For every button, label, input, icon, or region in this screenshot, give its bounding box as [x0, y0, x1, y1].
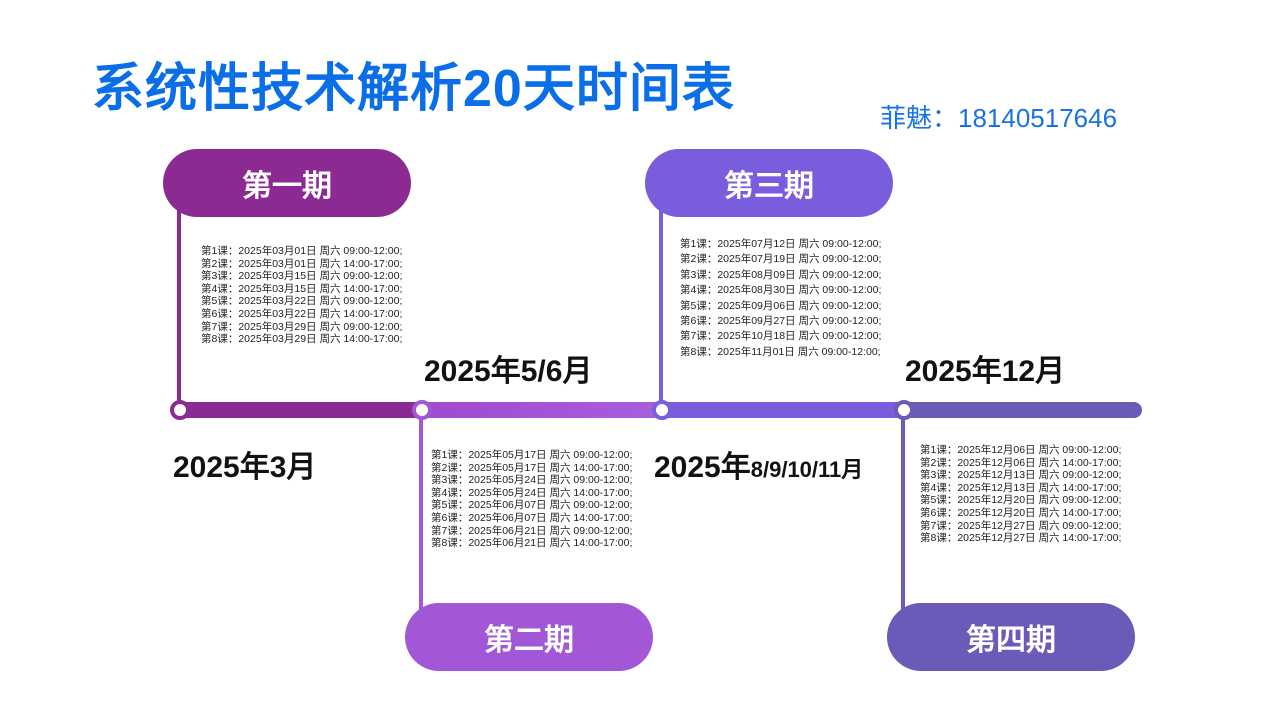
connector-phase-2 [419, 412, 423, 612]
lesson-item: 第3课：2025年12月13日 周六 09:00-12:00; [920, 469, 1122, 482]
lesson-item: 第6课：2025年12月20日 周六 14:00-17:00; [920, 506, 1122, 519]
lesson-item: 第3课：2025年03月15日 周六 09:00-12:00; [201, 270, 403, 283]
phase-3-lessons: 第1课：2025年07月12日 周六 09:00-12:00; 第2课：2025… [680, 237, 881, 360]
lesson-item: 第6课：2025年06月07日 周六 14:00-17:00; [431, 511, 633, 524]
lesson-item: 第4课：2025年12月13日 周六 14:00-17:00; [920, 481, 1122, 494]
timeline-node-1 [170, 400, 190, 420]
lesson-item: 第6课：2025年09月27日 周六 09:00-12:00; [680, 315, 882, 328]
lesson-item: 第4课：2025年08月30日 周六 09:00-12:00; [680, 284, 882, 297]
timeline-segment-2 [420, 402, 664, 418]
phase-3-date-months: 8/9/10/11月 [750, 457, 864, 482]
timeline-node-2 [412, 400, 432, 420]
phase-1-date: 2025年3月 [173, 451, 317, 484]
timeline-node-3 [652, 400, 672, 420]
lesson-item: 第5课：2025年03月22日 周六 09:00-12:00; [201, 295, 403, 308]
page-title: 系统性技术解析20天时间表 [92, 60, 735, 118]
timeline-node-4 [894, 400, 914, 420]
phase-2-date: 2025年5/6月 [424, 355, 593, 388]
contact-info: 菲魅：18140517646 [880, 103, 1118, 133]
lesson-item: 第6课：2025年03月22日 周六 14:00-17:00; [201, 307, 403, 320]
lesson-item: 第1课：2025年03月01日 周六 09:00-12:00; [201, 245, 403, 257]
lesson-item: 第1课：2025年12月06日 周六 09:00-12:00; [920, 444, 1122, 456]
lesson-item: 第7课：2025年12月27日 周六 09:00-12:00; [920, 519, 1122, 532]
phase-1-lessons: 第1课：2025年03月01日 周六 09:00-12:00; 第2课：2025… [201, 245, 402, 346]
connector-phase-3 [659, 200, 663, 406]
lesson-item: 第2课：2025年12月06日 周六 14:00-17:00; [920, 456, 1122, 469]
lesson-item: 第3课：2025年08月09日 周六 09:00-12:00; [680, 268, 882, 281]
phase-4-badge: 第四期 [887, 603, 1135, 671]
timeline-segment-1 [178, 402, 424, 418]
lesson-item: 第7课：2025年10月18日 周六 09:00-12:00; [680, 330, 882, 343]
lesson-item: 第7课：2025年06月21日 周六 09:00-12:00; [431, 524, 633, 537]
phase-3-badge: 第三期 [645, 149, 893, 217]
lesson-item: 第8课：2025年11月01日 周六 09:00-12:00; [680, 345, 881, 358]
lesson-item: 第5课：2025年12月20日 周六 09:00-12:00; [920, 494, 1122, 507]
timeline-segment-4 [902, 402, 1142, 418]
phase-4-lessons: 第1课：2025年12月06日 周六 09:00-12:00; 第2课：2025… [920, 444, 1121, 545]
lesson-item: 第8课：2025年03月29日 周六 14:00-17:00; [201, 333, 403, 346]
phase-1-badge: 第一期 [163, 149, 411, 217]
timeline-segment-3 [660, 402, 906, 418]
lesson-item: 第3课：2025年05月24日 周六 09:00-12:00; [431, 474, 633, 487]
lesson-item: 第7课：2025年03月29日 周六 09:00-12:00; [201, 320, 403, 333]
phase-4-date: 2025年12月 [905, 355, 1066, 388]
connector-phase-1 [177, 200, 181, 406]
lesson-item: 第8课：2025年12月27日 周六 14:00-17:00; [920, 532, 1122, 545]
lesson-item: 第1课：2025年07月12日 周六 09:00-12:00; [680, 238, 882, 250]
phase-3-date: 2025年8/9/10/11月 [654, 442, 863, 486]
lesson-item: 第2课：2025年07月19日 周六 09:00-12:00; [680, 253, 882, 266]
lesson-item: 第5课：2025年06月07日 周六 09:00-12:00; [431, 499, 633, 512]
lesson-item: 第4课：2025年05月24日 周六 14:00-17:00; [431, 486, 633, 499]
lesson-item: 第2课：2025年05月17日 周六 14:00-17:00; [431, 461, 633, 474]
lesson-item: 第5课：2025年09月06日 周六 09:00-12:00; [680, 299, 882, 312]
lesson-item: 第4课：2025年03月15日 周六 14:00-17:00; [201, 282, 403, 295]
connector-phase-4 [901, 412, 905, 612]
lesson-item: 第1课：2025年05月17日 周六 09:00-12:00; [431, 449, 633, 461]
phase-2-badge: 第二期 [405, 603, 653, 671]
lesson-item: 第2课：2025年03月01日 周六 14:00-17:00; [201, 257, 403, 270]
lesson-item: 第8课：2025年06月21日 周六 14:00-17:00; [431, 537, 633, 550]
phase-3-date-year: 2025年 [654, 451, 751, 484]
phase-2-lessons: 第1课：2025年05月17日 周六 09:00-12:00; 第2课：2025… [431, 449, 632, 550]
